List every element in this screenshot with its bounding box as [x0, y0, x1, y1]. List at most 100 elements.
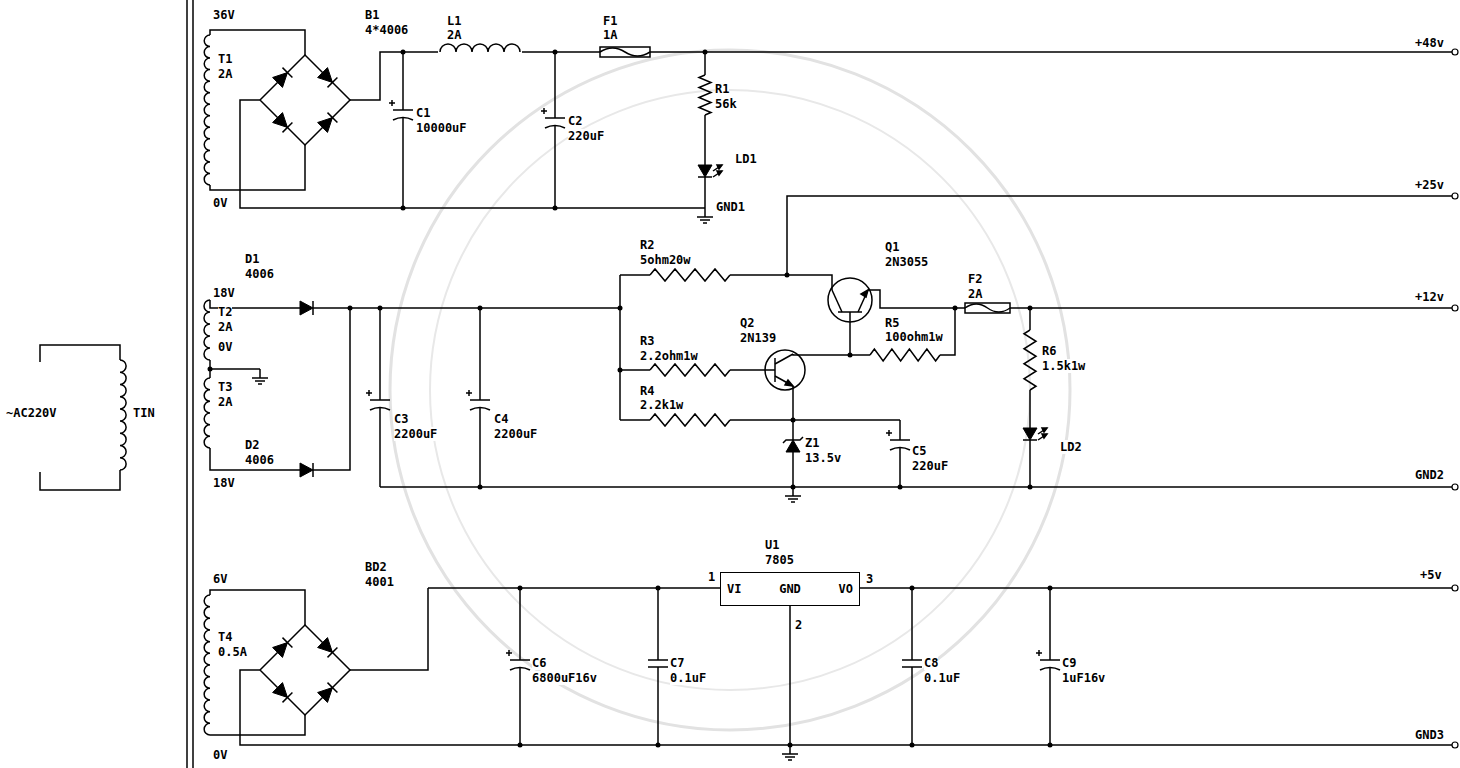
part-label: 2200uF	[494, 427, 537, 441]
wire	[40, 470, 120, 490]
part-label: 1.5k1w	[1042, 359, 1085, 373]
wire	[1049, 588, 1051, 660]
wire	[313, 307, 620, 309]
transistor-symbol	[832, 290, 842, 312]
wire	[1029, 440, 1031, 487]
resistor-symbol	[699, 75, 711, 115]
junction-dot	[910, 743, 915, 748]
polarity-mark	[468, 390, 470, 396]
wire	[850, 354, 870, 356]
diode-symbol	[318, 688, 333, 703]
wire	[1049, 668, 1051, 745]
wire	[899, 448, 901, 487]
part-label: 2A	[218, 395, 232, 409]
junction-dot	[401, 206, 406, 211]
part-label: D2	[245, 438, 259, 452]
wire	[730, 275, 832, 290]
terminal	[1452, 585, 1458, 591]
wire	[554, 126, 556, 208]
part-label: 2N139	[740, 331, 776, 345]
wire	[787, 196, 1455, 275]
part-label: 4001	[365, 575, 394, 589]
part-label: 2	[795, 618, 802, 632]
transformer-core	[186, 0, 188, 768]
part-label: +12v	[1415, 290, 1444, 304]
ground-symbol	[704, 208, 706, 217]
part-label: 1	[708, 570, 715, 584]
part-label: C4	[494, 412, 508, 426]
ground-symbol	[259, 369, 261, 378]
wire	[554, 52, 556, 118]
transformer-winding	[204, 378, 210, 448]
wire	[911, 588, 913, 660]
part-label: 56k	[715, 97, 737, 111]
transistor-symbol	[765, 350, 805, 390]
ground-symbol	[255, 380, 265, 382]
zener-symbol	[783, 437, 803, 443]
part-label: 4006	[245, 267, 274, 281]
led-arrow	[717, 171, 722, 175]
wire	[40, 345, 120, 362]
led-arrow	[1038, 434, 1047, 440]
wire	[313, 308, 350, 470]
diode-symbol	[328, 78, 338, 88]
part-label: 36V	[213, 8, 235, 22]
wire	[620, 369, 650, 371]
regulator-box: VIGNDVO	[720, 572, 860, 606]
junction-dot	[518, 743, 523, 748]
part-label: 5ohm20w	[640, 253, 691, 267]
diode-symbol	[328, 113, 338, 123]
led-arrow	[717, 165, 722, 169]
wire	[704, 177, 706, 208]
ground-symbol	[785, 756, 795, 758]
part-label: 0.5A	[218, 645, 247, 659]
part-label: 3	[866, 572, 873, 586]
wire	[402, 118, 404, 208]
part-label: 220uF	[912, 459, 948, 473]
part-label: R5	[885, 316, 899, 330]
wire	[428, 587, 720, 589]
part-label: 7805	[765, 553, 794, 567]
fuse-symbol	[965, 303, 1010, 313]
wire	[849, 312, 851, 355]
part-label: C8	[924, 656, 938, 670]
wire	[911, 667, 913, 745]
watermark-ring	[430, 90, 1030, 690]
part-label: R6	[1042, 344, 1056, 358]
transistor-symbol	[858, 290, 868, 312]
led-symbol	[1023, 428, 1037, 440]
junction-dot	[1048, 743, 1053, 748]
part-label: T1	[218, 52, 232, 66]
junction-dot	[910, 586, 915, 591]
capacitor-plate	[393, 109, 413, 111]
polarity-mark	[508, 650, 510, 656]
wire	[868, 290, 965, 308]
wire	[619, 275, 621, 420]
part-label: R1	[715, 82, 729, 96]
part-label: Z1	[805, 436, 819, 450]
wire	[792, 386, 794, 440]
diode-symbol	[318, 118, 333, 133]
ground-symbol	[782, 753, 798, 755]
wire	[792, 452, 794, 487]
wire	[210, 715, 305, 735]
wire	[210, 590, 305, 625]
bridge-rectifier	[260, 625, 350, 715]
wire	[479, 308, 481, 400]
wire	[789, 606, 791, 745]
wire	[350, 52, 1455, 100]
wire	[704, 52, 706, 75]
junction-dot	[1048, 586, 1053, 591]
polarity-mark	[888, 430, 890, 436]
inductor-gap	[438, 42, 522, 54]
inductor-symbol	[440, 44, 520, 52]
part-label: LD2	[1060, 440, 1082, 454]
part-label: 0V	[213, 196, 227, 210]
part-label: +48v	[1415, 36, 1444, 50]
part-label: TIN	[133, 406, 155, 420]
pin-name: GND	[779, 582, 801, 596]
part-label: 1A	[603, 28, 617, 42]
bridge-rectifier	[260, 55, 350, 145]
part-label: F2	[968, 272, 982, 286]
ground-symbol	[258, 383, 262, 385]
